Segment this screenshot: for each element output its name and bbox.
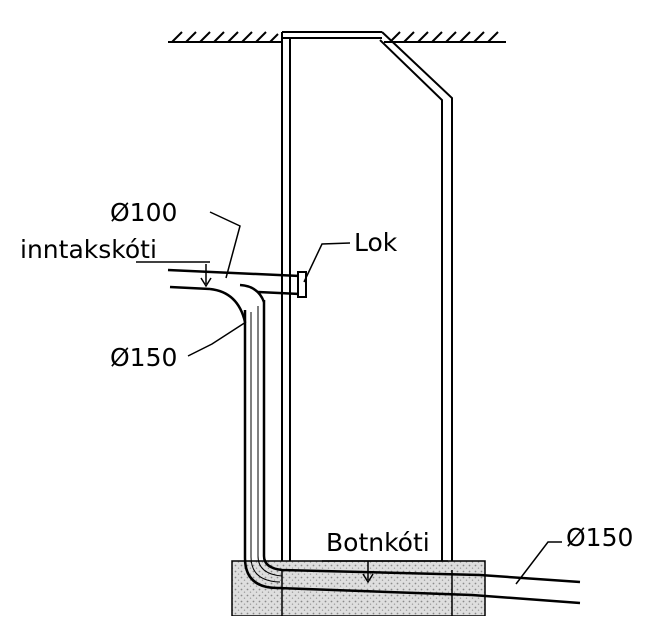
base-wall-continuation [281, 570, 453, 616]
label-inntakskoti: inntakskóti [20, 235, 157, 264]
ground-surface-right [384, 31, 506, 43]
leader-lines [136, 211, 562, 585]
cap-lok [297, 271, 307, 298]
elevation-marker-bottom [322, 560, 448, 584]
manhole-right-wall [379, 31, 453, 598]
label-lok: Lok [354, 228, 398, 257]
label-d150-right: Ø150 [566, 523, 633, 552]
inlet-pipe [167, 268, 301, 296]
ground-surface-left [168, 31, 282, 43]
label-d100: Ø100 [110, 198, 177, 227]
label-botnkoti: Botnkóti [326, 528, 430, 557]
manhole-top [282, 31, 382, 39]
pipe-inner-lines [250, 306, 283, 583]
elevation-marker-inlet [200, 264, 212, 288]
label-d150-left: Ø150 [110, 343, 177, 372]
outlet-pipe [243, 300, 581, 605]
drop-bend [209, 283, 266, 323]
manhole-left-wall [281, 32, 291, 570]
